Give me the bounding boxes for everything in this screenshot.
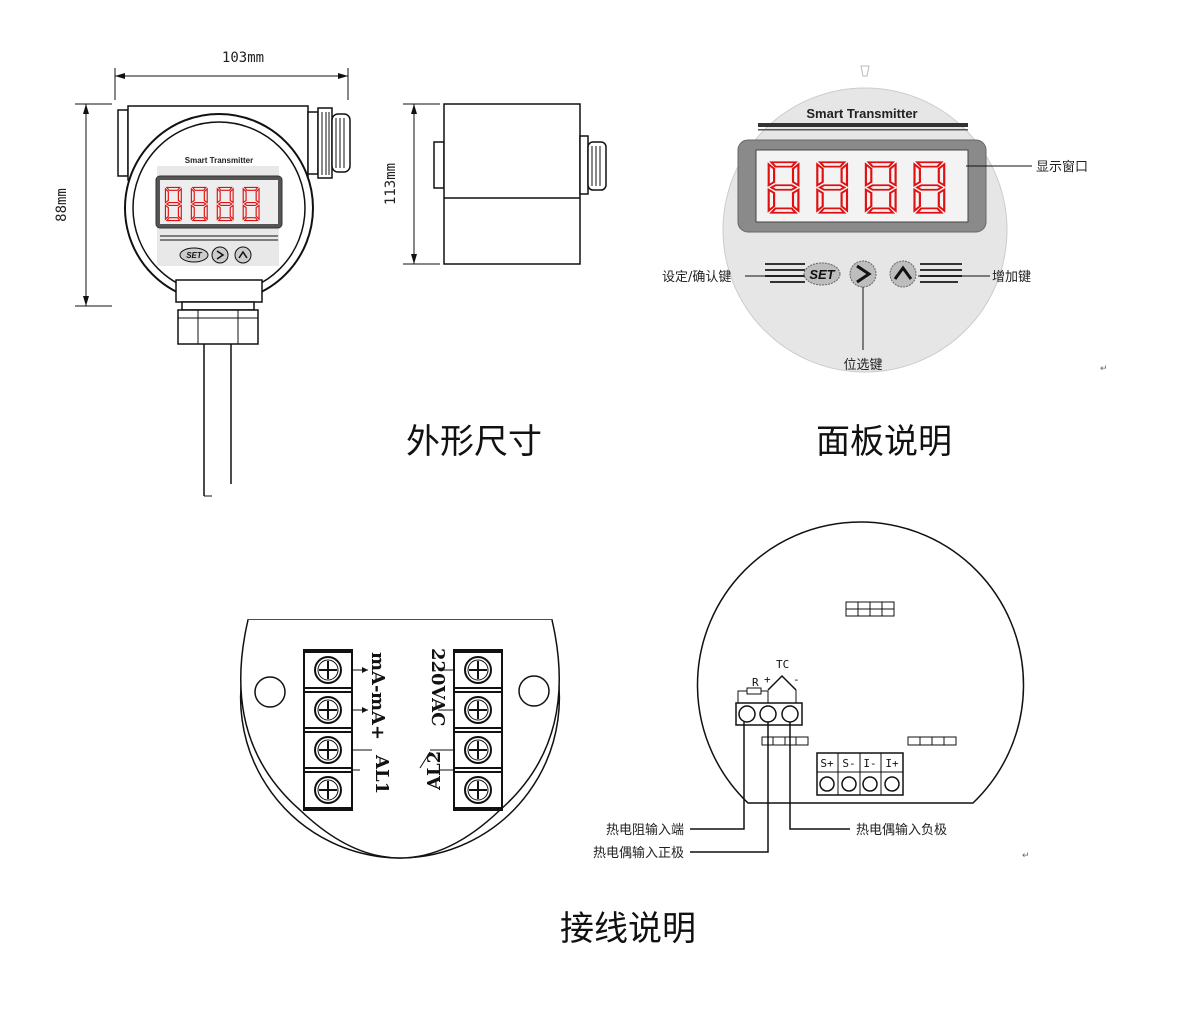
display-window-label: 显示窗口 [1036,159,1088,175]
tc-negative-label: 热电偶输入负极 [856,822,947,838]
s-plus-label: S+ [820,757,834,770]
s-minus-label: S- [842,757,855,770]
set-key-label: SET [809,267,835,282]
wiring-caption: 接线说明 [560,909,696,949]
set-confirm-key-label: 设定/确认键 [662,270,731,285]
return-mark: ↵ [1100,364,1108,374]
return-mark-2: ↵ [1022,851,1030,861]
ma-plus-label: mA+ [367,692,388,740]
shift-key [849,260,877,288]
cable-gland [307,107,351,179]
rtd-input-label: 热电阻输入端 [606,822,684,838]
tc-plus-label: + [764,673,771,686]
i-minus-label: I- [863,757,876,770]
al1-label: AL1 [371,754,392,794]
tc-positive-label: 热电偶输入正极 [593,845,684,861]
small-keys: SET [160,235,278,264]
brand-label: Smart Transmitter [806,106,917,121]
up-key [889,260,917,288]
small-set-key-label: SET [186,251,203,260]
shift-key-label: 位选键 [843,358,882,373]
panel-drawing: Smart Transmitter SET 显示窗口 [662,65,1108,374]
width-dimension-label: 103mm [222,50,264,66]
set-key: SET [803,262,841,286]
increase-key-label: 增加键 [992,270,1031,285]
tc-label: TC [776,658,789,671]
circuit-board-drawing: R TC + - S+ S- I- I+ 热电阻输入端 热电偶输入正极 热电偶输… [593,521,1030,861]
vac-label: 220VAC [427,648,448,726]
ma-minus-label: mA- [367,652,388,692]
outline-caption: 外形尺寸 [406,422,542,462]
terminal-board-drawing: mA- mA+ AL1 220VAC AL2 [239,619,561,859]
i-plus-label: I+ [885,757,899,770]
outline-dimension-drawing: 103mm 88mm Smart Transmitter [54,50,351,497]
panel-caption: 面板说明 [816,422,952,462]
al2-label: AL2 [424,751,445,791]
depth-dimension-label: 113mm [383,163,399,205]
small-brand-label: Smart Transmitter [185,156,253,165]
r-label: R [752,676,759,689]
side-view-drawing: 113mm [383,103,607,265]
tc-minus-label: - [793,673,800,686]
height-dimension-label: 88mm [54,188,70,222]
